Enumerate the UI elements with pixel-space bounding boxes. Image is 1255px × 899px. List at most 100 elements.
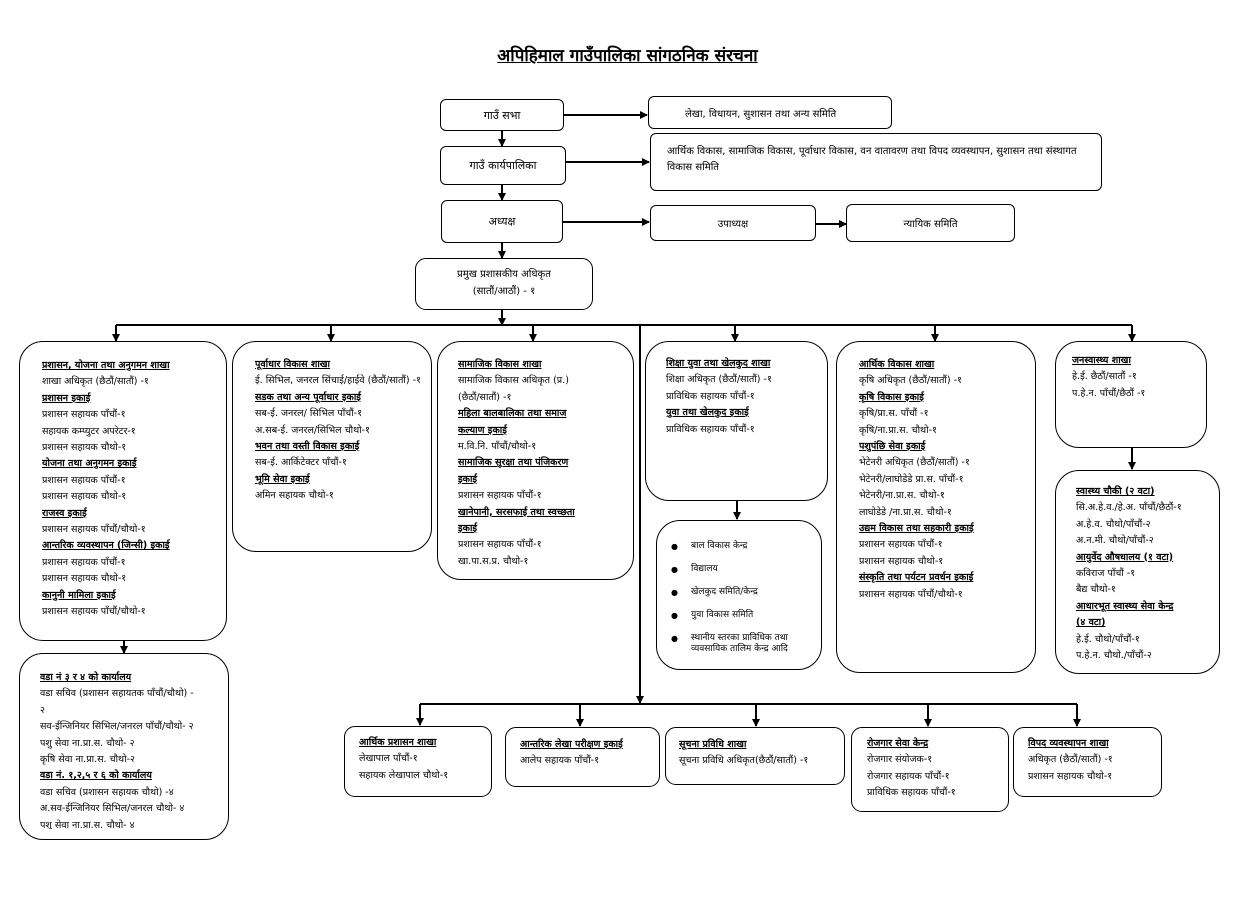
section-heading: रोजगार सेवा केन्द्र xyxy=(867,738,929,749)
arthik-prashasan-box: आर्थिक प्रशासन शाखा लेखापाल पाँचौं-१ सहायक… xyxy=(344,726,492,797)
shiksha-institutions-list: बाल विकास केन्द्र विद्यालय खेलकुद समिति/के… xyxy=(669,541,819,667)
upadhyaksha-box: उपाध्यक्ष xyxy=(650,205,816,241)
section-heading: योजना तथा अनुगमन इकाई xyxy=(42,458,137,470)
staff-line: सहायक कम्प्युटर अपरेटर-१ xyxy=(42,425,136,437)
staff-line: भेटेनरी अधिकृत (छैठौं/सातौं) -१ xyxy=(859,457,970,469)
institution-item: खेलकुद समिति/केन्द्र xyxy=(669,587,819,598)
cao-level: (सातौं/आठौं) - १ xyxy=(472,286,536,297)
janaswasthya-branch-box: जनस्वास्थ्य शाखा हे.ई. छैठौं/सातौं -१ प.हे… xyxy=(1055,341,1207,448)
section-heading: आर्थिक विकास शाखा xyxy=(859,359,935,370)
section-heading: आन्तरिक लेखा परीक्षण इकाई xyxy=(520,739,623,750)
staff-line: भेटेनरी/ना.प्रा.स. चौथो-१ xyxy=(859,490,945,502)
staff-line: बैद्य चौथो-१ xyxy=(1076,584,1116,596)
staff-line: वडा सचिव (प्रशासन सहायतक पाँचौं/चौथो) - xyxy=(40,688,194,700)
staff-line: लेखापाल पाँचौं-१ xyxy=(359,753,418,765)
staff-line: प्रशासन सहायक पाँचौं-१ xyxy=(42,409,126,421)
karyapalika-committee-box: आर्थिक विकास, सामाजिक विकास, पूर्वाधार व… xyxy=(650,133,1102,191)
section-heading: आर्थिक प्रशासन शाखा xyxy=(359,737,437,748)
staff-line: सहायक लेखापाल चौथो-१ xyxy=(359,769,449,781)
section-heading: वडा नं ३ र ४ को कार्यालय xyxy=(40,672,132,683)
wada-offices-list: वडा नं ३ र ४ को कार्यालय वडा सचिव (प्रशास… xyxy=(40,670,228,829)
section-heading: उद्यम विकास तथा सहकारी इकाई xyxy=(859,523,974,535)
staff-line: रोजगार संयोजक-१ xyxy=(867,754,933,766)
section-heading: शिक्षा युवा तथा खेलकुद शाखा xyxy=(666,358,771,369)
staff-line: प्रशासन सहायक चौथो-१ xyxy=(42,573,127,585)
section-heading: आयुर्वेद औषधालय (१ वटा) xyxy=(1076,551,1174,563)
section-heading: प्रशासन, योजना तथा अनुगमन शाखा xyxy=(42,360,170,371)
staff-line: कृषि/प्रा.स. पाँचौं -१ xyxy=(859,408,929,420)
staff-line: प्राविधिक सहायक पाँचौं-१ xyxy=(666,390,755,402)
suchana-prabidhi-list: सूचना प्रविधि शाखा सूचना प्रविधि अधिकृत(छ… xyxy=(679,737,843,770)
nyayik-samiti-box: न्यायिक समिति xyxy=(846,204,1015,242)
staff-line: आलेप सहायक पाँचौं-१ xyxy=(520,755,600,767)
staff-line: प्रशासन सहायक पाँचौं-१ xyxy=(859,539,943,551)
upadhyaksha-label: उपाध्यक्ष xyxy=(717,219,749,230)
janaswasthya-branch-list: जनस्वास्थ्य शाखा हे.ई. छैठौं/सातौं -१ प.हे… xyxy=(1072,353,1206,402)
rojgar-list: रोजगार सेवा केन्द्र रोजगार संयोजक-१ रोजगार… xyxy=(867,736,1008,802)
staff-line: हे.ई. छैठौं/सातौं -१ xyxy=(1072,371,1137,383)
shiksha-institutions-box: बाल विकास केन्द्र विद्यालय खेलकुद समिति/के… xyxy=(656,520,822,670)
staff-line: सि.अ.हे.व./हे.अ. पाँचौं/छैठौं-१ xyxy=(1076,502,1182,514)
staff-line: पशु सेवा ना.प्रा.स. चौथो- ४ xyxy=(40,819,135,829)
institution-item: विद्यालय xyxy=(669,564,819,575)
vipad-box: विपद व्यवस्थापन शाखाअधिकृत (छैठौं/सातौं)… xyxy=(1013,727,1162,797)
gaun-sabha-label: गाउँ सभा xyxy=(483,108,521,122)
staff-line: खा.पा.स.प्र. चौथो-१ xyxy=(458,555,529,565)
section-heading: राजस्व इकाई xyxy=(42,507,87,519)
purwadhar-branch-list: पूर्वाधार विकास शाखाई. सिभिल, जनरल सिंचा… xyxy=(255,357,431,505)
section-heading: आन्तरिक व्यवस्थापन (जिन्सी) इकाई xyxy=(42,540,170,552)
section-heading: कानुनी मामिला इकाई xyxy=(42,589,116,601)
gaun-sabha-box: गाउँ सभा xyxy=(440,99,564,131)
cao-title: प्रमुख प्रशासकीय अधिकृत xyxy=(457,269,551,280)
staff-line: सव-ईन्जिनियर सिभिल/जनरल पाँचौं/चौथो- २ xyxy=(40,721,194,733)
karyapalika-label: गाउँ कार्यपालिका xyxy=(469,159,537,172)
section-heading: कल्याण इकाई xyxy=(458,424,507,436)
section-heading: सूचना प्रविधि शाखा xyxy=(679,739,747,750)
staff-line: अ.सव-ईन्जिनियर सिभिल/जनरल चौथो- ४ xyxy=(40,803,185,815)
section-heading: युवा तथा खेलकुद इकाई xyxy=(666,407,749,419)
staff-line: वडा सचिव (प्रशासन सहायक चौथो) -४ xyxy=(40,786,174,798)
section-heading: (४ वटा) xyxy=(1076,617,1106,629)
staff-line: सूचना प्रविधि अधिकृत(छैठौं/सातौं) -१ xyxy=(679,755,809,767)
staff-line: लाघोडेडे /ना.प्रा.स. चौथो-१ xyxy=(859,506,952,518)
section-heading: इकाई xyxy=(458,523,478,535)
section-heading: महिला बालबालिका तथा समाज xyxy=(458,408,567,420)
staff-line: कृषि/ना.प्रा.स. चौथो-१ xyxy=(859,424,937,436)
section-heading: पूर्वाधार विकास शाखा xyxy=(255,359,331,370)
staff-line: प्रशासन सहायक चौथो-१ xyxy=(1028,770,1113,782)
staff-line: अ.न.मी. चौथो/पाँचौं-२ xyxy=(1076,535,1154,547)
staff-line: प्रशासन सहायक पाँचौं-१ xyxy=(458,539,542,551)
section-heading: भूमि सेवा इकाई xyxy=(255,473,310,485)
prashasan-branch-box: प्रशासन, योजना तथा अनुगमन शाखाशाखा अधिकृ… xyxy=(19,341,227,641)
vipad-list: विपद व्यवस्थापन शाखाअधिकृत (छैठौं/सातौं)… xyxy=(1028,736,1161,785)
staff-line: रोजगार सहायक पाँचौं-१ xyxy=(867,770,950,782)
staff-line: अ.सब-ई. जनरल/सिभिल चौथो-१ xyxy=(255,424,370,436)
shiksha-branch-box: शिक्षा युवा तथा खेलकुद शाखा शिक्षा अधिकृत… xyxy=(645,341,828,501)
purwadhar-branch-box: पूर्वाधार विकास शाखाई. सिभिल, जनरल सिंचा… xyxy=(232,341,432,552)
section-heading: भवन तथा वस्ती विकास इकाई xyxy=(255,441,360,453)
staff-line: प्रशासन सहायक पाँचौं/चौथो-१ xyxy=(42,606,146,618)
staff-line: प्रशासन सहायक चौथो-१ xyxy=(859,555,944,567)
staff-line: कृषि अधिकृत (छैठौं/सातौं) -१ xyxy=(859,375,962,387)
samajik-branch-box: सामाजिक विकास शाखासामाजिक विकास अधिकृत (… xyxy=(437,341,634,580)
section-heading: पशुपंछि सेवा इकाई xyxy=(859,441,926,453)
institution-item: बाल विकास केन्द्र xyxy=(669,541,819,552)
staff-line: (छैठौं/सातौं) -१ xyxy=(458,391,512,403)
institution-item: युवा विकास समिति xyxy=(669,610,819,621)
staff-line: प्राविधिक सहायक पाँचौं-१ xyxy=(666,423,755,435)
staff-line: शिक्षा अधिकृत (छैठौं/सातौं) -१ xyxy=(666,374,772,386)
rojgar-box: रोजगार सेवा केन्द्र रोजगार संयोजक-१ रोजगार… xyxy=(851,727,1009,812)
staff-line: कृषि सेवा ना.प्रा.स. चौथो-२ xyxy=(40,754,135,766)
institution-item: स्थानीय स्तरका प्राविधिक तथा व्यवसायिक त… xyxy=(669,633,819,655)
staff-line: अधिकृत (छैठौं/सातौं) -१ xyxy=(1028,754,1113,766)
staff-line: प्रशासन सहायक पाँचौं/चौथो-१ xyxy=(42,524,146,536)
section-heading: संस्कृति तथा पर्यटन प्रवर्धन इकाई xyxy=(859,572,974,584)
staff-line: प.हे.न. पाँचौं/छैठौं -१ xyxy=(1072,387,1146,399)
staff-line: हे.ई. चौथो/पाँचौं-१ xyxy=(1076,633,1140,645)
section-heading: स्वास्थ्य चौकी (२ वटा) xyxy=(1076,486,1155,497)
suchana-prabidhi-box: सूचना प्रविधि शाखा सूचना प्रविधि अधिकृत(छ… xyxy=(665,727,845,785)
staff-line: प.हे.न. चौथो./पाँचौं-२ xyxy=(1076,650,1152,662)
page-title: अपिहिमाल गाउँपालिका सांगठनिक संरचना xyxy=(497,46,758,66)
staff-line: सब-ई. जनरल/ सिभिल पाँचौं-१ xyxy=(255,408,363,420)
section-heading: जनस्वास्थ्य शाखा xyxy=(1072,355,1131,366)
